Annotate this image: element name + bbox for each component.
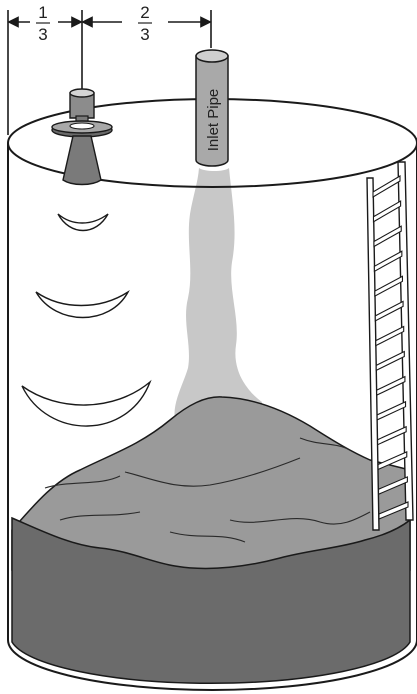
inlet-pipe-icon: Inlet Pipe (195, 49, 229, 167)
fraction-two-thirds-numerator: 2 (140, 3, 149, 22)
fraction-one-third-numerator: 1 (38, 3, 47, 22)
dimension-lines (7, 10, 212, 135)
ladder-rung (373, 225, 402, 248)
sensor-flange-bore (69, 122, 95, 130)
ladder-rung (376, 375, 406, 397)
radar-wave-large (21, 379, 152, 427)
material-pile-body (11, 516, 411, 684)
ladder-rung (378, 501, 409, 520)
ladder-rung (376, 400, 407, 421)
ladder-rung (373, 250, 403, 273)
pile-contour-line (44, 475, 121, 489)
pile-contour-line (169, 531, 246, 543)
fraction-one-third-denominator: 3 (38, 25, 47, 44)
fraction-one-third: 1 3 (36, 3, 50, 44)
dimension-left-arrowhead-a (7, 16, 19, 28)
dimension-right-arrowhead-b (200, 16, 212, 28)
fraction-two-thirds: 2 3 (138, 3, 152, 44)
ladder-left-rail (366, 177, 380, 531)
ladder-rung (374, 300, 404, 322)
inlet-pipe-opening (195, 49, 229, 63)
radar-wave-small (57, 213, 109, 231)
fraction-two-thirds-denominator: 3 (140, 25, 149, 44)
ladder-rungs (372, 175, 409, 520)
ladder-rung (377, 451, 408, 471)
ladder-rung (375, 350, 405, 372)
pile-contour-line (299, 437, 351, 451)
pile-contour-line (124, 457, 301, 487)
ladder-rung (377, 425, 407, 446)
radar-wave-medium (35, 289, 130, 319)
sensor-horn-antenna (62, 135, 102, 186)
inlet-pipe-label: Inlet Pipe (205, 89, 222, 152)
pile-contour-line (229, 511, 371, 525)
silo-tank (7, 98, 417, 691)
dust-stream (174, 168, 262, 428)
sensor-housing-cap (69, 88, 95, 98)
ladder-rung (377, 476, 408, 496)
inlet-pipe-body (195, 55, 229, 167)
dimension-right-arrowhead-a (81, 16, 93, 28)
tank-bottom-rim (7, 639, 417, 691)
ladder-rung (372, 175, 401, 198)
ladder-rung (375, 325, 405, 347)
ladder-rung (374, 275, 404, 297)
dimension-left-arrowhead-b (71, 16, 83, 28)
ladder-icon (366, 161, 414, 531)
radar-signal-waves (21, 213, 152, 427)
radar-level-sensor-icon (51, 88, 113, 186)
ladder-rung (372, 200, 402, 223)
pile-contour-lines (44, 437, 371, 543)
material-pile-surface (11, 396, 411, 571)
pile-contour-line (59, 511, 141, 521)
